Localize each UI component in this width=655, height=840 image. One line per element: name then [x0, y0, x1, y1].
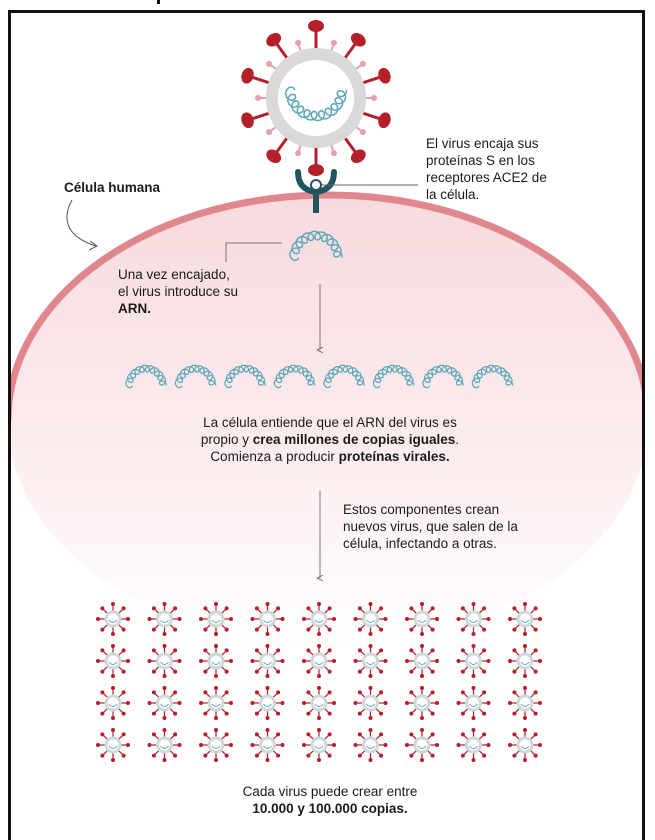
components-line: célula, infectando a otras.	[343, 536, 497, 551]
rna-bold: ARN.	[118, 301, 151, 316]
human-cell	[11, 191, 642, 645]
attach-annotation: El virus encaja sus proteínas S en los r…	[426, 135, 626, 203]
small-virus	[353, 602, 388, 636]
small-virus	[147, 728, 182, 762]
rna-copies-row	[125, 364, 514, 389]
small-virus	[353, 644, 388, 678]
small-virus	[250, 686, 285, 720]
virus-illustration	[241, 20, 391, 176]
attach-line: receptores ACE2 de	[426, 170, 547, 185]
rna-copy	[174, 364, 217, 389]
copies-line-1: La célula entiende que el ARN del virus …	[203, 415, 457, 430]
rna-copy	[224, 364, 266, 389]
small-virus	[96, 644, 130, 678]
small-virus	[456, 728, 491, 762]
small-virus	[302, 644, 336, 678]
cell-membrane	[11, 191, 642, 421]
small-virus	[302, 728, 336, 762]
rna-copy	[372, 364, 415, 389]
rna-copy	[471, 364, 514, 389]
components-line: nuevos virus, que salen de la	[343, 519, 518, 534]
rna-line: el virus introduce su	[118, 284, 239, 299]
small-virus	[405, 686, 439, 720]
small-virus	[250, 602, 285, 636]
copies-line-2: propio y	[200, 432, 253, 447]
small-virus	[353, 728, 388, 762]
rna-copy	[323, 364, 365, 389]
small-virus	[250, 644, 285, 678]
small-virus	[405, 644, 439, 678]
rna-copy	[273, 364, 316, 389]
small-virus	[199, 602, 233, 636]
small-virus	[456, 686, 491, 720]
small-virus	[405, 728, 439, 762]
small-virus	[147, 644, 182, 678]
small-virus	[353, 686, 388, 720]
small-virus	[147, 686, 182, 720]
small-virus	[508, 686, 542, 720]
rna-leader-line	[225, 242, 282, 262]
rna-copy	[422, 364, 464, 389]
small-virus	[508, 728, 542, 762]
rna-annotation: Una vez encajado, el virus introduce su …	[118, 266, 318, 317]
ace2-receptor	[295, 169, 337, 213]
small-virus	[405, 602, 439, 636]
small-virus	[96, 728, 130, 762]
cell-label-pointer	[66, 199, 97, 247]
small-virus	[302, 602, 336, 636]
attach-line: la célula.	[426, 187, 480, 202]
small-virus	[456, 602, 491, 636]
figure-frame	[8, 10, 645, 840]
small-virus	[96, 686, 130, 720]
components-line: Estos componentes crean	[343, 502, 500, 517]
rna-line: Una vez encajado,	[118, 267, 230, 282]
small-virus	[250, 728, 285, 762]
infection-diagram	[11, 20, 642, 762]
small-virus	[302, 686, 336, 720]
small-virus	[508, 602, 542, 636]
bottom-line-2: 10.000 y 100.000 copias.	[252, 801, 408, 816]
copies-line-3-bold: proteínas virales.	[338, 449, 450, 464]
attach-line: proteínas S en los	[426, 153, 535, 168]
top-tick-mark	[157, 0, 160, 4]
cell-label: Célula humana	[64, 180, 161, 195]
copies-annotation: La célula entiende que el ARN del virus …	[110, 414, 550, 465]
copies-line-2-bold: crea millones de copias iguales	[252, 432, 456, 447]
components-annotation: Estos componentes crean nuevos virus, qu…	[343, 501, 573, 552]
small-virus	[199, 686, 233, 720]
attach-line: El virus encaja sus	[426, 136, 539, 151]
small-virus	[199, 728, 233, 762]
copies-line-3: Comienza a producir	[210, 449, 339, 464]
rna-copy	[125, 364, 167, 389]
bottom-annotation: Cada virus puede crear entre 10.000 y 10…	[160, 783, 500, 817]
copies-line-2-end: .	[455, 432, 460, 447]
small-virus	[508, 644, 542, 678]
small-virus	[456, 644, 491, 678]
small-virus	[199, 644, 233, 678]
small-virus	[147, 602, 182, 636]
virus-copies-grid	[96, 602, 542, 762]
viral-rna	[289, 230, 344, 262]
small-virus	[96, 602, 130, 636]
bottom-line-1: Cada virus puede crear entre	[242, 784, 418, 799]
